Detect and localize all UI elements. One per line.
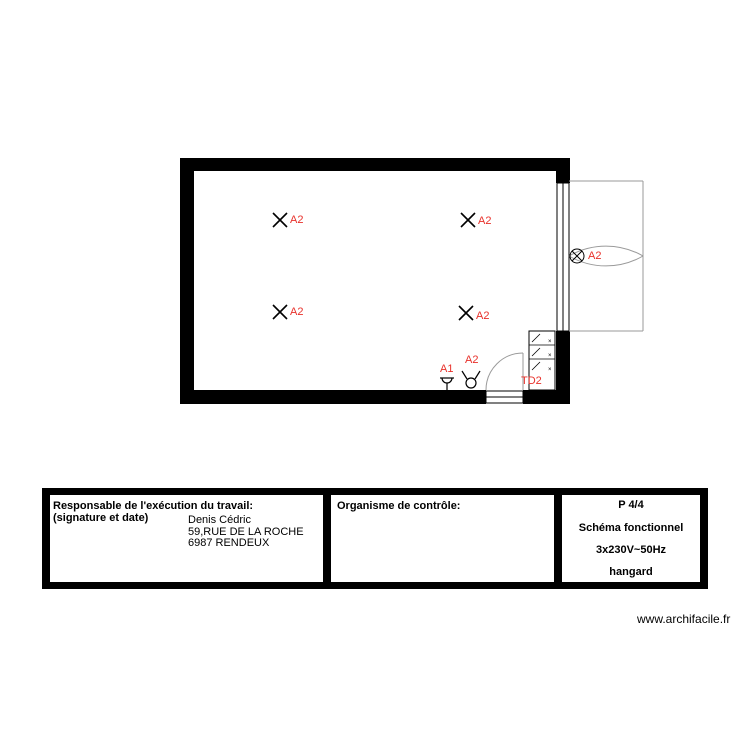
svg-text:×: × (548, 367, 552, 373)
light-x-icon (458, 305, 474, 321)
light-label: A2 (478, 215, 491, 227)
socket-icon (441, 377, 453, 384)
light-x-icon (272, 304, 288, 320)
ceiling-light-2: A2 (460, 212, 491, 228)
ceiling-light-1: A2 (272, 212, 303, 228)
responsible-heading: Responsable de l'exécution du travail: (53, 500, 254, 512)
responsible-name: Denis Cédric (188, 514, 251, 526)
title-block-right (700, 488, 708, 589)
socket-label: A1 (440, 363, 453, 375)
light-label: A2 (476, 310, 489, 322)
socket: A1 (440, 363, 454, 390)
wall-right-top (556, 158, 570, 183)
title-block-left (42, 488, 50, 589)
switch-label: A2 (465, 354, 478, 366)
light-label: A2 (290, 306, 303, 318)
responsible-street: 59,RUE DE LA ROCHE (188, 526, 304, 538)
schema-type: Schéma fonctionnel (578, 522, 684, 534)
location-name: hangard (609, 566, 653, 578)
title-block-divider-1 (323, 488, 331, 589)
control-heading: Organisme de contrôle: (337, 500, 461, 512)
light-x-icon (272, 212, 288, 228)
ceiling-light-3: A2 (272, 304, 303, 320)
light-x-icon (460, 212, 476, 228)
responsible-subheading: (signature et date) (53, 512, 149, 524)
title-block-bottom (42, 582, 708, 589)
page-number: P 4/4 (618, 499, 644, 511)
wall-top (180, 158, 570, 171)
svg-text:×: × (548, 353, 552, 359)
responsible-city: 6987 RENDEUX (188, 537, 270, 549)
title-block-divider-2 (554, 488, 562, 589)
svg-text:×: × (548, 339, 552, 345)
title-block-frame (42, 488, 708, 589)
wall-light-label: A2 (588, 250, 601, 262)
ceiling-light-4: A2 (458, 305, 489, 322)
title-block-top (42, 488, 708, 495)
switch: A2 (461, 354, 481, 389)
wall-light: A2 (569, 248, 601, 264)
switch-icon (465, 377, 477, 389)
light-label: A2 (290, 214, 303, 226)
double-door (556, 180, 644, 332)
wall-light-icon (569, 248, 585, 264)
bottom-door (485, 352, 524, 404)
wall-bottom-left (180, 390, 486, 404)
panel-label: TD2 (521, 375, 542, 387)
wall-left (180, 158, 194, 404)
distribution-panel: × × × TD2 (521, 330, 556, 391)
wall-right-bottom (556, 331, 570, 404)
credit-text: www.archifacile.fr (637, 612, 731, 626)
supply-voltage: 3x230V~50Hz (595, 544, 667, 556)
walls (180, 158, 570, 404)
